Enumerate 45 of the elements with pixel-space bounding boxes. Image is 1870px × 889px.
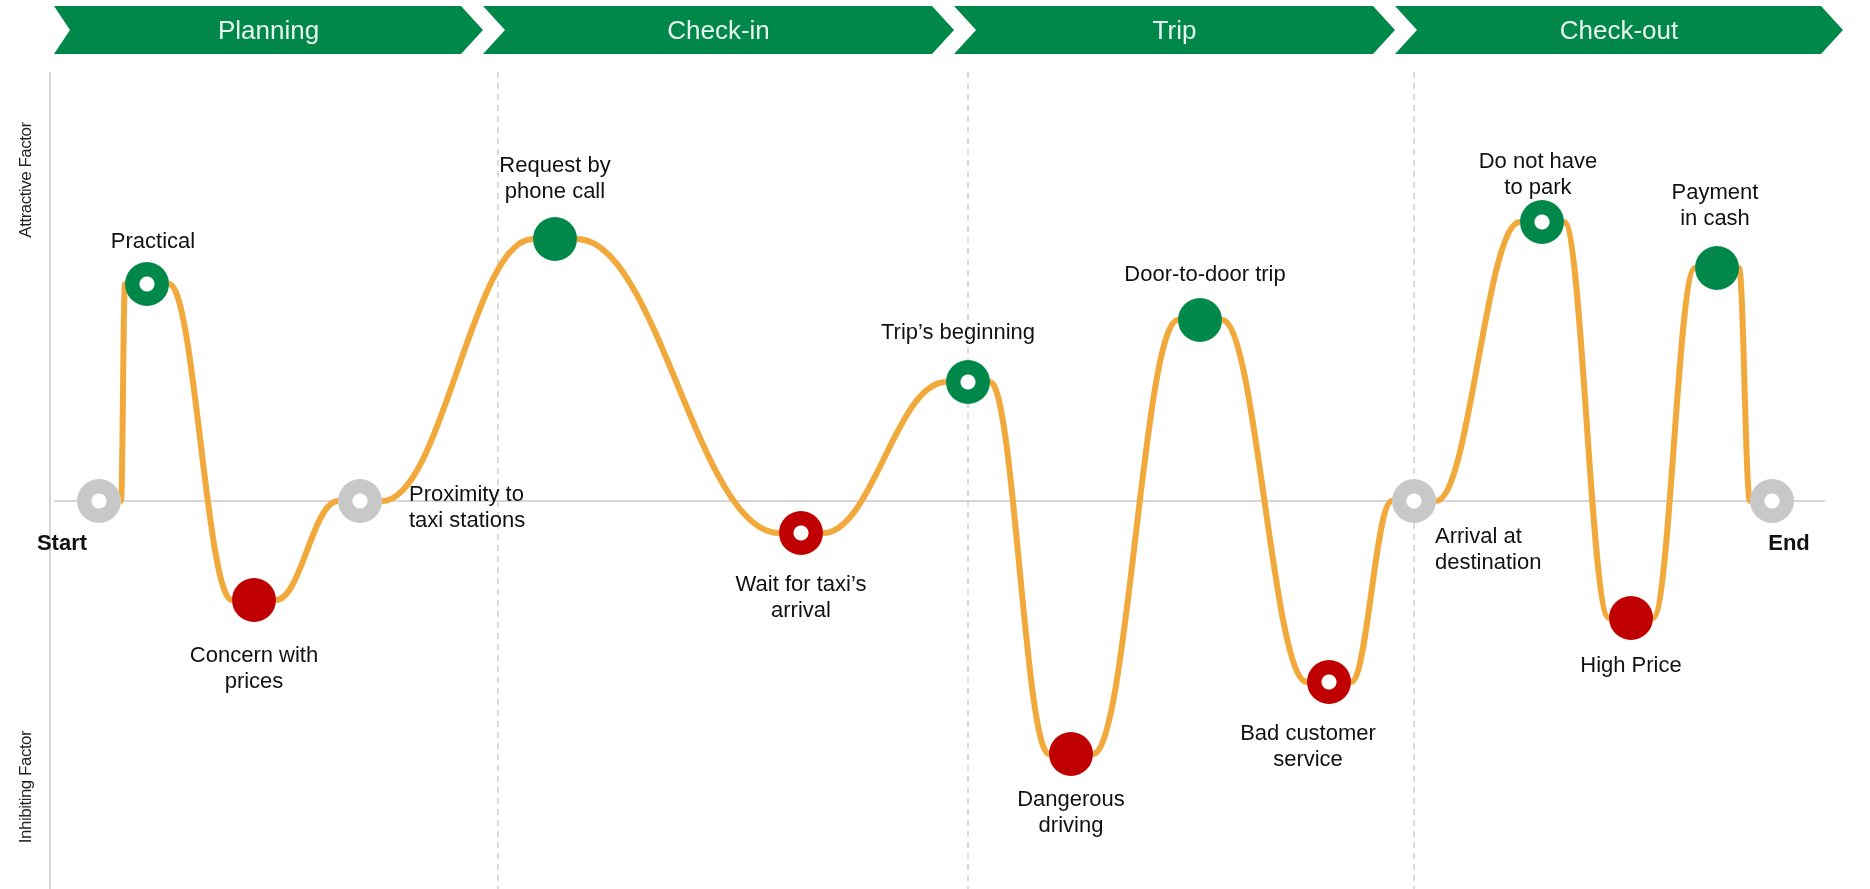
journey-curve: [1736, 267, 1753, 502]
journey-curve: [275, 498, 339, 603]
journey-curve: [576, 236, 780, 536]
journey-curve: [1220, 317, 1309, 685]
point-marker: [77, 479, 121, 523]
point-marker: [1392, 479, 1436, 523]
point-label: Proximity to taxi stations: [409, 480, 527, 534]
point-marker: [1695, 246, 1739, 290]
point-label: End: [1768, 529, 1810, 557]
point-label: Payment in cash: [1670, 178, 1760, 232]
phase-title: Planning: [217, 14, 320, 46]
axis-label: Inhibiting Factor: [16, 730, 36, 844]
point-label: High Price: [1580, 651, 1682, 679]
journey-curve: [1434, 219, 1522, 504]
axis-label: Attractive Factor: [16, 122, 36, 238]
point-marker: [1609, 596, 1653, 640]
point-label: Dangerous driving: [1016, 785, 1126, 839]
point-marker: [1178, 298, 1222, 342]
point-label: Arrival at destination: [1435, 522, 1543, 576]
point-marker: [1520, 200, 1564, 244]
point-label: Start: [36, 529, 88, 557]
point-label: Bad customer service: [1239, 719, 1377, 773]
point-marker: [946, 360, 990, 404]
phase-title: Check-out: [1559, 14, 1679, 46]
point-marker: [779, 511, 823, 555]
point-label: Door-to-door trip: [1124, 260, 1286, 288]
phase-title: Trip: [1152, 14, 1197, 46]
journey-curve: [1349, 498, 1394, 685]
point-marker: [1307, 660, 1351, 704]
point-label: Trip’s beginning: [880, 318, 1036, 346]
point-label: Do not have to park: [1477, 147, 1599, 201]
journey-curve: [822, 379, 947, 536]
journey-curve: [118, 283, 128, 502]
point-marker: [1049, 732, 1093, 776]
point-marker: [533, 217, 577, 261]
phase-title: Check-in: [667, 14, 770, 46]
point-marker: [125, 262, 169, 306]
point-marker: [338, 479, 382, 523]
point-marker: [1750, 479, 1794, 523]
point-label: Request by phone call: [498, 151, 612, 205]
point-label: Wait for taxi’s arrival: [734, 570, 868, 624]
point-label: Concern with prices: [188, 641, 320, 695]
point-label: Practical: [110, 227, 196, 255]
point-marker: [232, 578, 276, 622]
journey-curve: [381, 236, 534, 504]
